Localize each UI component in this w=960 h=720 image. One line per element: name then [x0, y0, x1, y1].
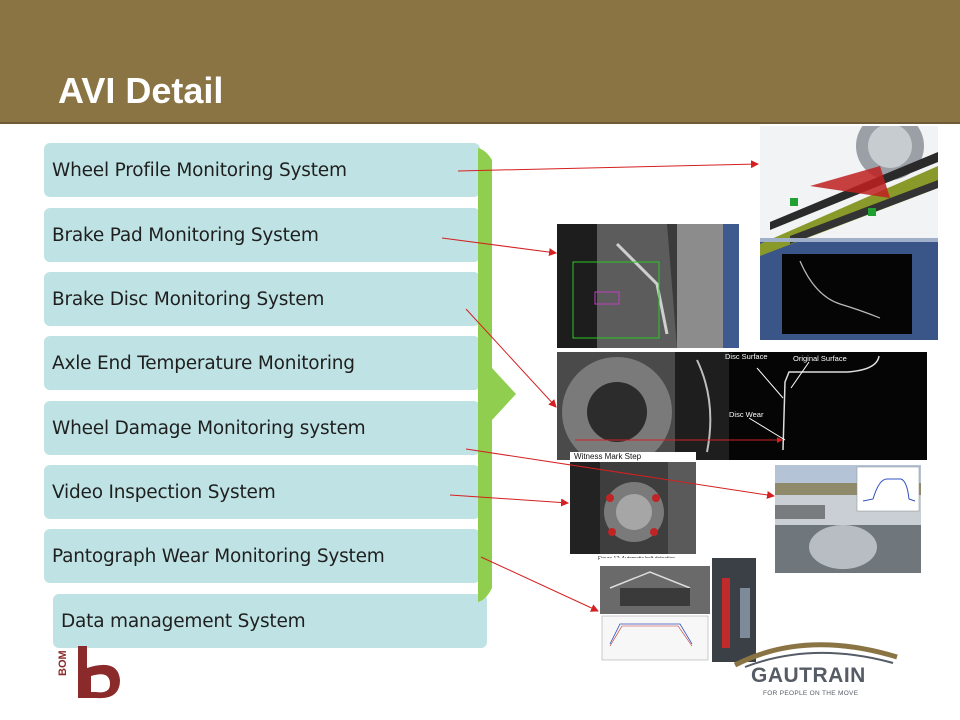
wheel-profile-image [760, 126, 938, 340]
gautrain-logo: GAUTRAIN FOR PEOPLE ON THE MOVE [725, 635, 905, 705]
brake-pad-image [557, 224, 739, 348]
gautrain-wordmark: GAUTRAIN [751, 664, 866, 687]
list-item-data-management: Data management System [53, 594, 487, 648]
list-item-brake-pad: Brake Pad Monitoring System [44, 208, 480, 262]
video-inspection-image: Witness Mark Step Figure 17: Automatic b… [570, 452, 696, 564]
bombela-wordmark: BOM [57, 650, 69, 676]
pantograph-wear-image [600, 558, 756, 662]
disc-surface-label: Disc Surface [725, 352, 768, 361]
title-divider [0, 122, 960, 124]
gautrain-tagline: FOR PEOPLE ON THE MOVE [763, 690, 859, 697]
disc-wear-label: Disc Wear [729, 410, 764, 419]
title-bar [0, 0, 960, 122]
brake-disc-image: Disc Surface Original Surface Disc Wear [557, 352, 927, 460]
list-item-axle-end-temperature: Axle End Temperature Monitoring [44, 336, 480, 390]
list-item-wheel-damage: Wheel Damage Monitoring system [44, 401, 480, 455]
slide-title: AVI Detail [58, 70, 224, 111]
list-item-pantograph-wear: Pantograph Wear Monitoring System [44, 529, 480, 583]
list-item-wheel-profile: Wheel Profile Monitoring System [44, 143, 480, 197]
original-surface-label: Original Surface [793, 354, 847, 363]
grouping-brace [478, 148, 516, 602]
list-item-brake-disc: Brake Disc Monitoring System [44, 272, 480, 326]
witness-mark-label: Witness Mark Step [574, 452, 642, 461]
list-item-video-inspection: Video Inspection System [44, 465, 480, 519]
bombela-logo: BOM [56, 640, 128, 704]
wheel-damage-image [775, 465, 921, 573]
